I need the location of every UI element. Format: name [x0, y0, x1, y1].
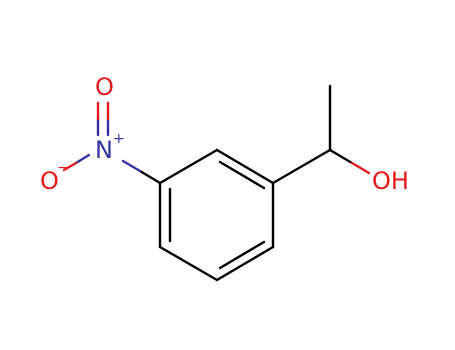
- ring-bond-c1-c2: [158, 148, 219, 185]
- ring-double-bond-c2-c3: [218, 160, 266, 190]
- hydroxyl-label: OH: [372, 167, 409, 195]
- nitro-nitrogen-label: N: [95, 136, 113, 164]
- bond-ring-to-nitrogen-blue: [121, 159, 142, 173]
- bond-chiral-carbon-to-hydroxyl: [328, 148, 354, 165]
- ring-bond-c2-c3: [215, 148, 275, 185]
- bond-n-o-left-blue: [74, 153, 91, 165]
- benzene-ring: [158, 148, 275, 282]
- nitro-nitrogen-charge: +: [113, 131, 125, 147]
- side-chain: OH: [271, 84, 409, 195]
- bond-hydroxyl-red-segment: [350, 161, 371, 175]
- ring-double-bond-c4-c5: [218, 240, 266, 270]
- nitro-group: O N + O −: [40, 73, 162, 195]
- bond-n-o-left-red: [62, 161, 78, 172]
- nitro-top-oxygen-label: O: [95, 73, 114, 101]
- ring-bond-c5-c6: [158, 245, 219, 282]
- bond-ring-to-chiral-carbon: [271, 148, 332, 185]
- bond-ring-to-nitrogen-black: [138, 169, 162, 185]
- nitro-left-oxygen-label: O: [40, 167, 59, 195]
- ring-bond-c4-c5: [215, 245, 275, 282]
- nitro-left-oxygen-charge: −: [57, 160, 69, 176]
